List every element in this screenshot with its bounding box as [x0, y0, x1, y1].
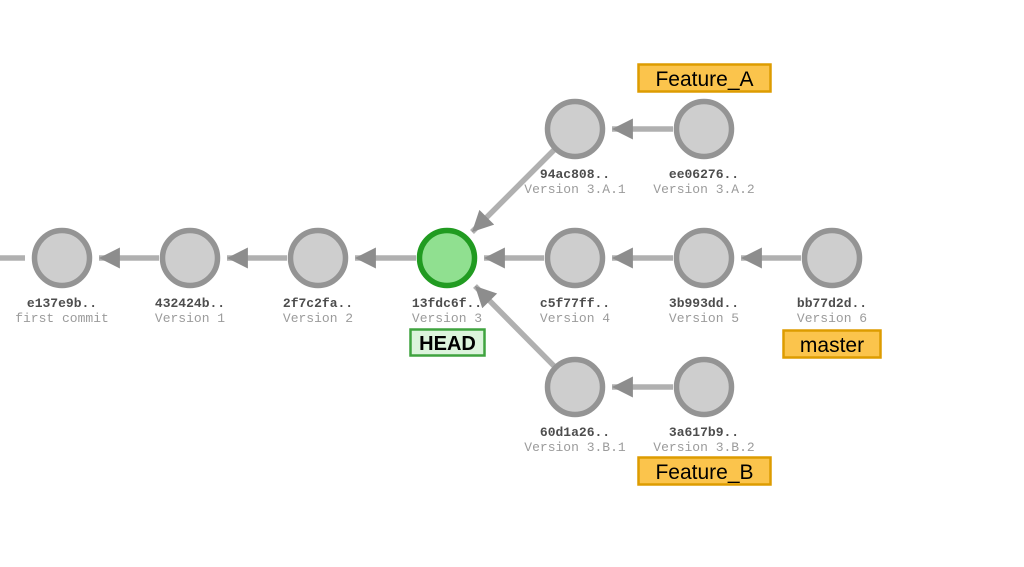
- head-commit-circle: [416, 227, 478, 289]
- commit-hash: 60d1a26..: [540, 425, 610, 440]
- branch-tag-text: Feature_B: [655, 461, 753, 484]
- branch-tag-box: [637, 456, 772, 486]
- commit-node-3a617b9: 3a617b9.. Version 3.B.2: [653, 356, 755, 455]
- commit-circle: [673, 227, 735, 289]
- commit-message: Version 4: [540, 311, 610, 326]
- ref-labels: Feature_A master Feature_B HEAD: [409, 63, 882, 486]
- commit-node-94ac808: 94ac808.. Version 3.A.1: [524, 98, 626, 197]
- branch-tag-box: [782, 329, 882, 359]
- branch-label-master: master: [782, 329, 882, 359]
- head-tag-text: HEAD: [419, 333, 476, 355]
- commit-message: Version 3: [412, 311, 482, 326]
- commit-circle: [544, 356, 606, 418]
- commit-node-bb77d2d: bb77d2d.. Version 6: [797, 227, 867, 326]
- commit-message: first commit: [15, 311, 109, 326]
- commit-node-2f7c2fa: 2f7c2fa.. Version 2: [283, 227, 353, 326]
- commit-hash: 13fdc6f..: [412, 296, 482, 311]
- commit-message: Version 3.A.2: [653, 182, 754, 197]
- branch-label-feature-a: Feature_A: [637, 63, 772, 93]
- branch-tag-box: [637, 63, 772, 93]
- head-label: HEAD: [409, 328, 486, 357]
- commit-message: Version 3.B.1: [524, 440, 626, 455]
- commit-hash: 94ac808..: [540, 167, 610, 182]
- branch-tag-text: master: [800, 334, 864, 357]
- commit-circle: [673, 98, 735, 160]
- commit-hash: 3b993dd..: [669, 296, 739, 311]
- commit-hash: e137e9b..: [27, 296, 97, 311]
- edge-94ac808-13fdc6f: [470, 148, 556, 234]
- commit-hash: ee06276..: [669, 167, 739, 182]
- edges: [0, 118, 801, 398]
- branch-label-feature-b: Feature_B: [637, 456, 772, 486]
- commit-node-c5f77ff: c5f77ff.. Version 4: [540, 227, 610, 326]
- commit-message: Version 3.B.2: [653, 440, 754, 455]
- commit-circle: [159, 227, 221, 289]
- commit-hash: 3a617b9..: [669, 425, 739, 440]
- commit-nodes: e137e9b.. first commit 432424b.. Version…: [15, 98, 867, 455]
- head-tag-box: [409, 328, 486, 357]
- commit-node-ee06276: ee06276.. Version 3.A.2: [653, 98, 755, 197]
- commit-hash: c5f77ff..: [540, 296, 610, 311]
- commit-circle: [673, 356, 735, 418]
- edge-60d1a26-13fdc6f: [473, 284, 556, 368]
- commit-node-e137e9b: e137e9b.. first commit: [15, 227, 109, 326]
- commit-hash: 432424b..: [155, 296, 225, 311]
- commit-message: Version 2: [283, 311, 353, 326]
- commit-node-432424b: 432424b.. Version 1: [155, 227, 225, 326]
- commit-message: Version 5: [669, 311, 739, 326]
- commit-circle: [31, 227, 93, 289]
- branch-tag-text: Feature_A: [655, 68, 753, 91]
- commit-message: Version 6: [797, 311, 867, 326]
- commit-circle: [287, 227, 349, 289]
- commit-hash: bb77d2d..: [797, 296, 867, 311]
- commit-node-60d1a26: 60d1a26.. Version 3.B.1: [524, 356, 626, 455]
- commit-circle: [544, 227, 606, 289]
- commit-circle: [544, 98, 606, 160]
- commit-message: Version 3.A.1: [524, 182, 626, 197]
- commit-message: Version 1: [155, 311, 225, 326]
- commit-node-13fdc6f-head: 13fdc6f.. Version 3: [412, 227, 482, 326]
- commit-circle: [801, 227, 863, 289]
- commit-hash: 2f7c2fa..: [283, 296, 353, 311]
- commit-node-3b993dd: 3b993dd.. Version 5: [669, 227, 739, 326]
